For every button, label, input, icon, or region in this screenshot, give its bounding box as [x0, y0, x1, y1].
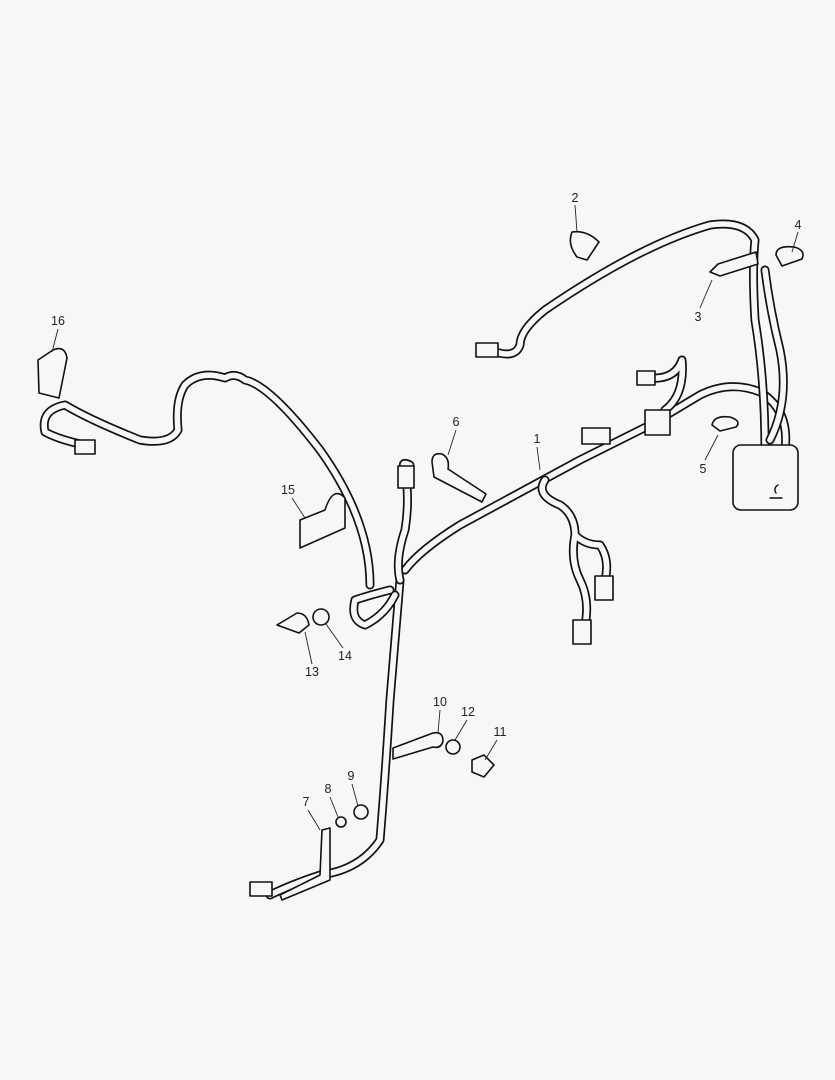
bolt-11-icon — [471, 754, 495, 778]
relay-icon — [644, 409, 671, 436]
washer-14-icon — [312, 608, 330, 626]
callout-13: 13 — [305, 664, 319, 679]
cable-tie-4-icon — [775, 245, 804, 267]
callout-8: 8 — [324, 781, 332, 796]
connector-small-icon — [636, 370, 656, 386]
bracket-15-icon — [299, 492, 346, 549]
washer-8-icon — [335, 816, 347, 828]
callout-1: 1 — [533, 431, 541, 446]
callout-5: 5 — [699, 461, 707, 476]
bracket-7-icon — [279, 827, 331, 901]
callout-6: 6 — [452, 414, 460, 429]
connector-mid-icon — [397, 465, 415, 489]
connector-block-icon — [732, 444, 799, 511]
hardware — [37, 230, 804, 901]
connectors — [74, 342, 799, 897]
callout-2: 2 — [571, 190, 579, 205]
bracket-16-icon — [37, 347, 68, 399]
inline-connector-icon — [581, 427, 611, 445]
callout-11: 11 — [493, 724, 507, 739]
callout-4: 4 — [794, 217, 802, 232]
callout-9: 9 — [347, 768, 355, 783]
callout-14: 14 — [338, 648, 352, 663]
nut-9-icon — [353, 804, 369, 820]
connector-bottom-icon — [249, 881, 273, 897]
sensor-connector-icon — [74, 439, 96, 455]
washer-12-icon — [445, 739, 461, 755]
bracket-3-icon — [709, 251, 759, 277]
callout-10: 10 — [433, 694, 447, 709]
callout-12: 12 — [461, 704, 475, 719]
connector-lower-b-icon — [594, 575, 614, 601]
callout-15: 15 — [281, 482, 295, 497]
callout-16: 16 — [51, 313, 65, 328]
callout-3: 3 — [694, 309, 702, 324]
cable-tie-5-icon — [711, 415, 739, 432]
callout-7: 7 — [302, 794, 310, 809]
cable-clip-2-icon — [569, 230, 600, 261]
bracket-13-icon — [276, 612, 310, 634]
bracket-6-icon — [431, 452, 487, 503]
connector-lower-a-icon — [572, 619, 592, 645]
leader-lines — [51, 204, 799, 831]
bracket-10-icon — [392, 731, 444, 760]
connector-top-icon — [475, 342, 499, 358]
main-harness — [39, 219, 791, 900]
